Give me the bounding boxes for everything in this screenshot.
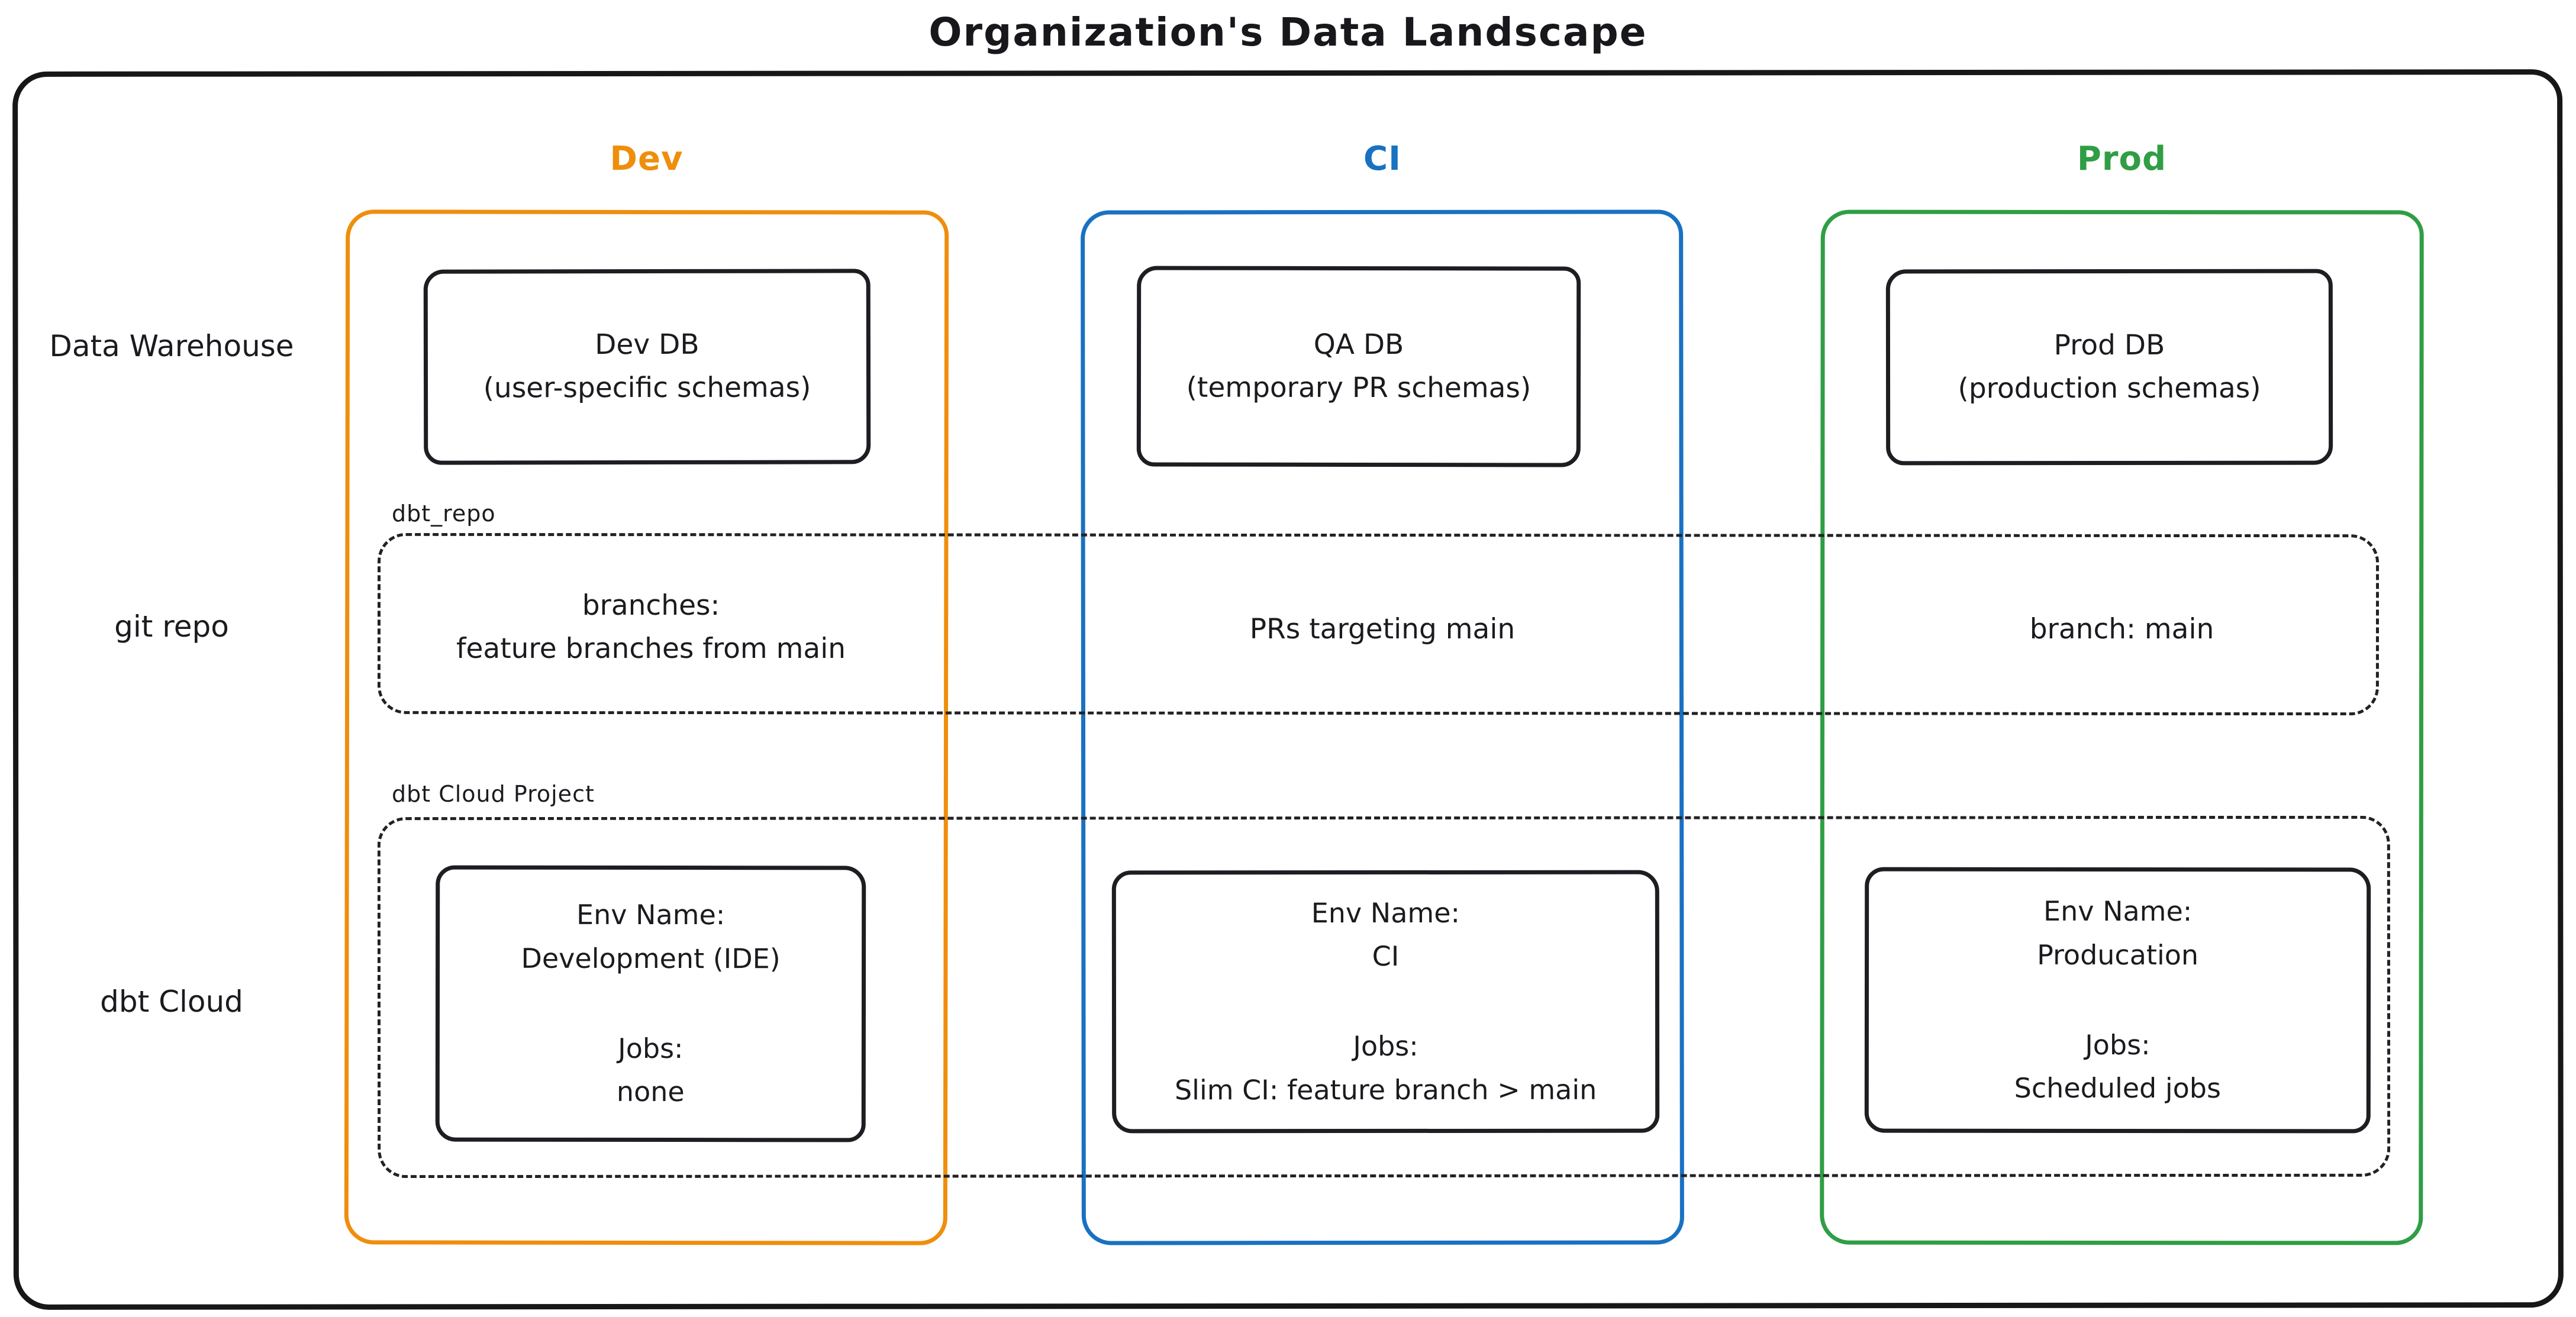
column-header-ci: CI xyxy=(1363,140,1401,178)
env-dev-jobs-value: none xyxy=(616,1076,685,1108)
dev-db-node: Dev DB (user-specific schemas) xyxy=(423,269,871,465)
env-prod-name-group: Env Name: Producation xyxy=(2037,890,2198,977)
env-dev-name-value: Development (IDE) xyxy=(521,942,781,975)
dbt-cloud-project-label: dbt Cloud Project xyxy=(392,781,595,807)
prod-db-subtitle: (production schemas) xyxy=(1958,372,2261,405)
env-box-development: Env Name: Development (IDE) Jobs: none xyxy=(435,865,866,1142)
qa-db-title: QA DB xyxy=(1313,328,1404,361)
dbt-repo-label: dbt_repo xyxy=(392,501,496,527)
env-dev-jobs-group: Jobs: none xyxy=(617,1027,685,1113)
env-ci-jobs-group: Jobs: Slim CI: feature branch > main xyxy=(1175,1025,1597,1112)
env-prod-jobs-group: Jobs: Scheduled jobs xyxy=(2014,1023,2221,1111)
git-dev-branches-line2: feature branches from main xyxy=(456,632,846,665)
env-ci-jobs-value: Slim CI: feature branch > main xyxy=(1174,1073,1597,1106)
prod-db-title: Prod DB xyxy=(2053,328,2165,361)
page-title: Organization's Data Landscape xyxy=(928,9,1648,55)
git-dev-branches-text: branches: feature branches from main xyxy=(355,585,947,671)
qa-db-subtitle: (temporary PR schemas) xyxy=(1186,371,1532,404)
prod-db-node: Prod DB (production schemas) xyxy=(1885,269,2333,466)
env-prod-jobs-value: Scheduled jobs xyxy=(2014,1071,2222,1105)
row-label-data-warehouse: Data Warehouse xyxy=(49,329,294,363)
env-box-ci: Env Name: CI Jobs: Slim CI: feature bran… xyxy=(1111,870,1660,1134)
row-label-git-repo: git repo xyxy=(114,609,229,644)
env-dev-jobs-label: Jobs: xyxy=(618,1032,684,1064)
env-prod-name-label: Env Name: xyxy=(2043,895,2193,928)
env-ci-name-group: Env Name: CI xyxy=(1311,892,1460,979)
git-dev-branches-line1: branches: xyxy=(582,589,720,622)
env-prod-jobs-label: Jobs: xyxy=(2085,1028,2151,1061)
dev-db-subtitle: (user-specific schemas) xyxy=(483,371,811,405)
env-dev-name-label: Env Name: xyxy=(576,899,726,931)
column-header-dev: Dev xyxy=(610,140,684,178)
dev-db-title: Dev DB xyxy=(595,328,699,361)
env-prod-name-value: Producation xyxy=(2037,938,2199,971)
git-ci-prs-text: PRs targeting main xyxy=(1249,613,1516,645)
qa-db-node: QA DB (temporary PR schemas) xyxy=(1136,266,1581,467)
env-ci-jobs-label: Jobs: xyxy=(1353,1029,1418,1063)
env-box-producation: Env Name: Producation Jobs: Scheduled jo… xyxy=(1864,867,2371,1134)
env-dev-name-group: Env Name: Development (IDE) xyxy=(521,893,780,981)
column-header-prod: Prod xyxy=(2077,140,2167,178)
env-ci-name-value: CI xyxy=(1372,940,1400,973)
env-ci-name-label: Env Name: xyxy=(1311,896,1461,929)
row-label-dbt-cloud: dbt Cloud xyxy=(100,984,243,1019)
git-prod-branch-text: branch: main xyxy=(2029,613,2214,645)
